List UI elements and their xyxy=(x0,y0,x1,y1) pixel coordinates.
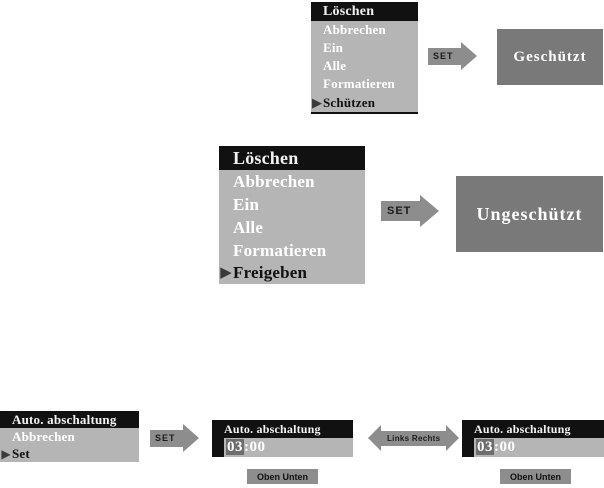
autopower-hint-right: Oben Unten xyxy=(500,469,571,484)
unprotect-menu-item-label: Freigeben xyxy=(233,263,308,282)
protect-menu-header-label: Löschen xyxy=(323,3,375,19)
autopower-time-header-label: Auto. abschaltung xyxy=(474,421,571,436)
time-minutes-field[interactable]: 00 xyxy=(499,439,516,455)
autopower-menu-rows: Auto. abschaltung Abbrechen ▶ Set xyxy=(0,411,139,462)
unprotect-set-arrow[interactable]: SET xyxy=(381,195,440,227)
autopower-time-value-right[interactable]: 03:00 xyxy=(474,439,516,456)
arrow-head-right-icon xyxy=(446,425,460,451)
set-arrow-body: SET xyxy=(150,429,183,447)
set-arrow-body: SET xyxy=(381,201,421,221)
protect-menu-item-ein[interactable]: Ein xyxy=(311,39,418,57)
unprotect-menu-item-label: Formatieren xyxy=(233,240,327,260)
selection-caret-icon: ▶ xyxy=(312,95,322,110)
unprotect-menu-item-alle[interactable]: Alle xyxy=(219,216,365,239)
protect-menu-item-label: Formatieren xyxy=(323,76,395,91)
time-left-gutter xyxy=(212,438,224,457)
unprotect-menu-header: Löschen xyxy=(219,146,365,170)
autopower-menu-item-label: Set xyxy=(12,445,30,461)
unprotect-menu-item-label: Alle xyxy=(233,217,264,237)
unprotect-menu-item-formatieren[interactable]: Formatieren xyxy=(219,239,365,262)
links-rechts-arrow[interactable]: Links Rechts xyxy=(368,425,460,451)
autopower-menu-item-label: Abbrechen xyxy=(12,428,75,444)
autopower-time-header-right: Auto. abschaltung xyxy=(462,420,604,438)
autopower-hint-label-right: Oben Unten xyxy=(510,471,561,482)
links-rechts-body: Links Rechts xyxy=(381,430,447,446)
unprotect-menu-panel[interactable]: Löschen Abbrechen Ein Alle Formatieren ▶ xyxy=(219,146,365,284)
autopower-time-panel-middle[interactable]: Auto. abschaltung 03:00 xyxy=(212,420,353,457)
protect-menu-rows: Löschen Abbrechen Ein Alle Formatieren ▶ xyxy=(311,2,418,114)
protect-menu-item-label: Schützen xyxy=(323,94,376,110)
unprotect-menu-rows: Löschen Abbrechen Ein Alle Formatieren ▶ xyxy=(219,146,365,284)
unprotect-menu-item-label: Abbrechen xyxy=(233,171,315,191)
time-left-gutter xyxy=(462,438,474,457)
autopower-time-rows-right: Auto. abschaltung 03:00 xyxy=(462,420,604,457)
time-hours-field[interactable]: 03 xyxy=(476,439,494,455)
autopower-time-header-middle: Auto. abschaltung xyxy=(212,420,353,438)
autopower-menu-panel[interactable]: Auto. abschaltung Abbrechen ▶ Set xyxy=(0,411,139,462)
protect-result-label: Geschützt xyxy=(513,48,587,65)
links-rechts-label: Links Rechts xyxy=(387,433,441,443)
protect-result-box: Geschützt xyxy=(497,29,603,85)
autopower-menu-header-label: Auto. abschaltung xyxy=(12,411,117,427)
protect-menu-item-abbrechen[interactable]: Abbrechen xyxy=(311,21,418,39)
protect-menu-item-label: Ein xyxy=(323,40,344,55)
arrow-head-left-icon xyxy=(368,425,381,451)
autopower-time-value-row-middle[interactable]: 03:00 xyxy=(212,438,353,457)
unprotect-result-label: Ungeschützt xyxy=(476,203,583,224)
autopower-menu-item-set[interactable]: ▶ Set xyxy=(0,445,139,462)
selection-caret-icon: ▶ xyxy=(1,446,11,461)
autopower-hint-middle: Oben Unten xyxy=(247,469,318,484)
unprotect-menu-header-label: Löschen xyxy=(233,147,299,168)
unprotect-result-box: Ungeschützt xyxy=(456,176,603,252)
time-separator: : xyxy=(244,439,250,455)
protect-menu-header: Löschen xyxy=(311,2,418,21)
protect-menu-item-formatieren[interactable]: Formatieren xyxy=(311,75,418,93)
protect-menu-item-label: Abbrechen xyxy=(323,22,386,37)
protect-menu-item-label: Alle xyxy=(323,58,347,73)
selection-caret-icon: ▶ xyxy=(220,264,232,281)
protect-set-arrow[interactable]: SET xyxy=(428,42,477,70)
autopower-time-value-row-right[interactable]: 03:00 xyxy=(462,438,604,457)
time-separator: : xyxy=(494,439,500,455)
autopower-time-panel-right[interactable]: Auto. abschaltung 03:00 xyxy=(462,420,604,457)
protect-menu-item-schuetzen[interactable]: ▶ Schützen xyxy=(311,93,418,112)
time-hours-field[interactable]: 03 xyxy=(226,439,244,455)
unprotect-menu-item-label: Ein xyxy=(233,194,260,214)
arrow-head-icon xyxy=(460,42,477,70)
autopower-menu-header: Auto. abschaltung xyxy=(0,411,139,428)
set-arrow-label: SET xyxy=(155,433,176,443)
set-arrow-body: SET xyxy=(428,47,461,65)
autopower-time-value-middle[interactable]: 03:00 xyxy=(224,439,266,456)
unprotect-menu-item-ein[interactable]: Ein xyxy=(219,193,365,216)
arrow-head-icon xyxy=(420,195,440,227)
autopower-hint-label-middle: Oben Unten xyxy=(257,471,308,482)
arrow-head-icon xyxy=(182,424,199,452)
protect-menu-panel[interactable]: Löschen Abbrechen Ein Alle Formatieren ▶ xyxy=(311,2,418,114)
protect-menu-item-alle[interactable]: Alle xyxy=(311,57,418,75)
autopower-menu-item-abbrechen[interactable]: Abbrechen xyxy=(0,428,139,445)
set-arrow-label: SET xyxy=(433,51,454,61)
time-minutes-field[interactable]: 00 xyxy=(249,439,266,455)
autopower-set-arrow[interactable]: SET xyxy=(150,424,199,452)
set-arrow-label: SET xyxy=(387,205,412,217)
autopower-time-rows-middle: Auto. abschaltung 03:00 xyxy=(212,420,353,457)
unprotect-menu-item-freigeben[interactable]: ▶ Freigeben xyxy=(219,262,365,284)
autopower-time-header-label: Auto. abschaltung xyxy=(224,421,321,436)
unprotect-menu-item-abbrechen[interactable]: Abbrechen xyxy=(219,170,365,193)
